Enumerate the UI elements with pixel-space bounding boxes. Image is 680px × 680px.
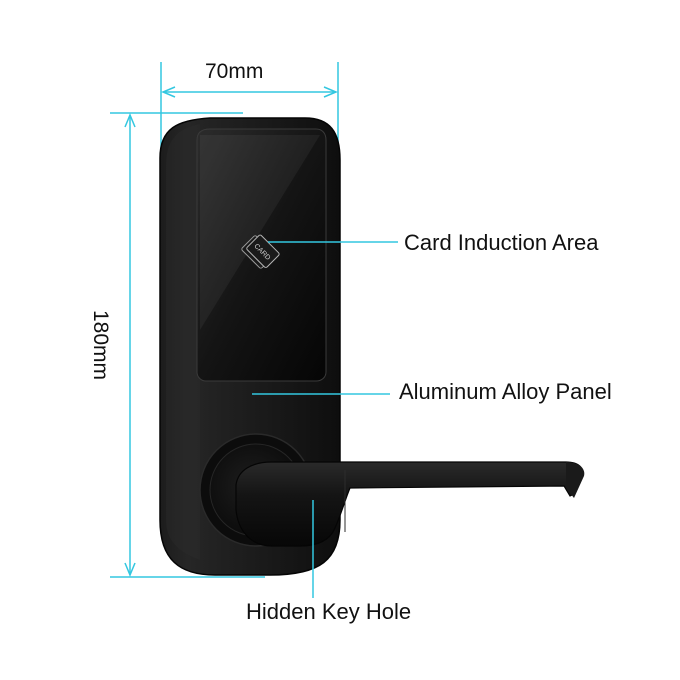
lever-tip xyxy=(566,462,585,498)
lever-handle[interactable] xyxy=(235,461,584,547)
lock-side-highlight xyxy=(166,124,200,560)
height-dimension xyxy=(110,112,265,578)
panel-glare xyxy=(200,135,320,330)
height-arrow-top-icon xyxy=(124,113,136,128)
width-arrow-left-icon xyxy=(161,86,176,98)
height-dimension-label: 180mm xyxy=(89,309,112,381)
height-arrow-bottom-icon xyxy=(124,562,136,577)
width-dimension-label: 70mm xyxy=(205,60,264,83)
lock-body: CARD xyxy=(159,117,585,576)
rfid-card-icon: CARD xyxy=(241,234,280,269)
width-arrow-right-icon xyxy=(323,86,338,98)
callout-card-induction-area: Card Induction Area xyxy=(404,230,599,255)
callout-hidden-key-hole: Hidden Key Hole xyxy=(246,599,412,624)
callout-aluminum-alloy-panel: Aluminum Alloy Panel xyxy=(399,379,612,404)
